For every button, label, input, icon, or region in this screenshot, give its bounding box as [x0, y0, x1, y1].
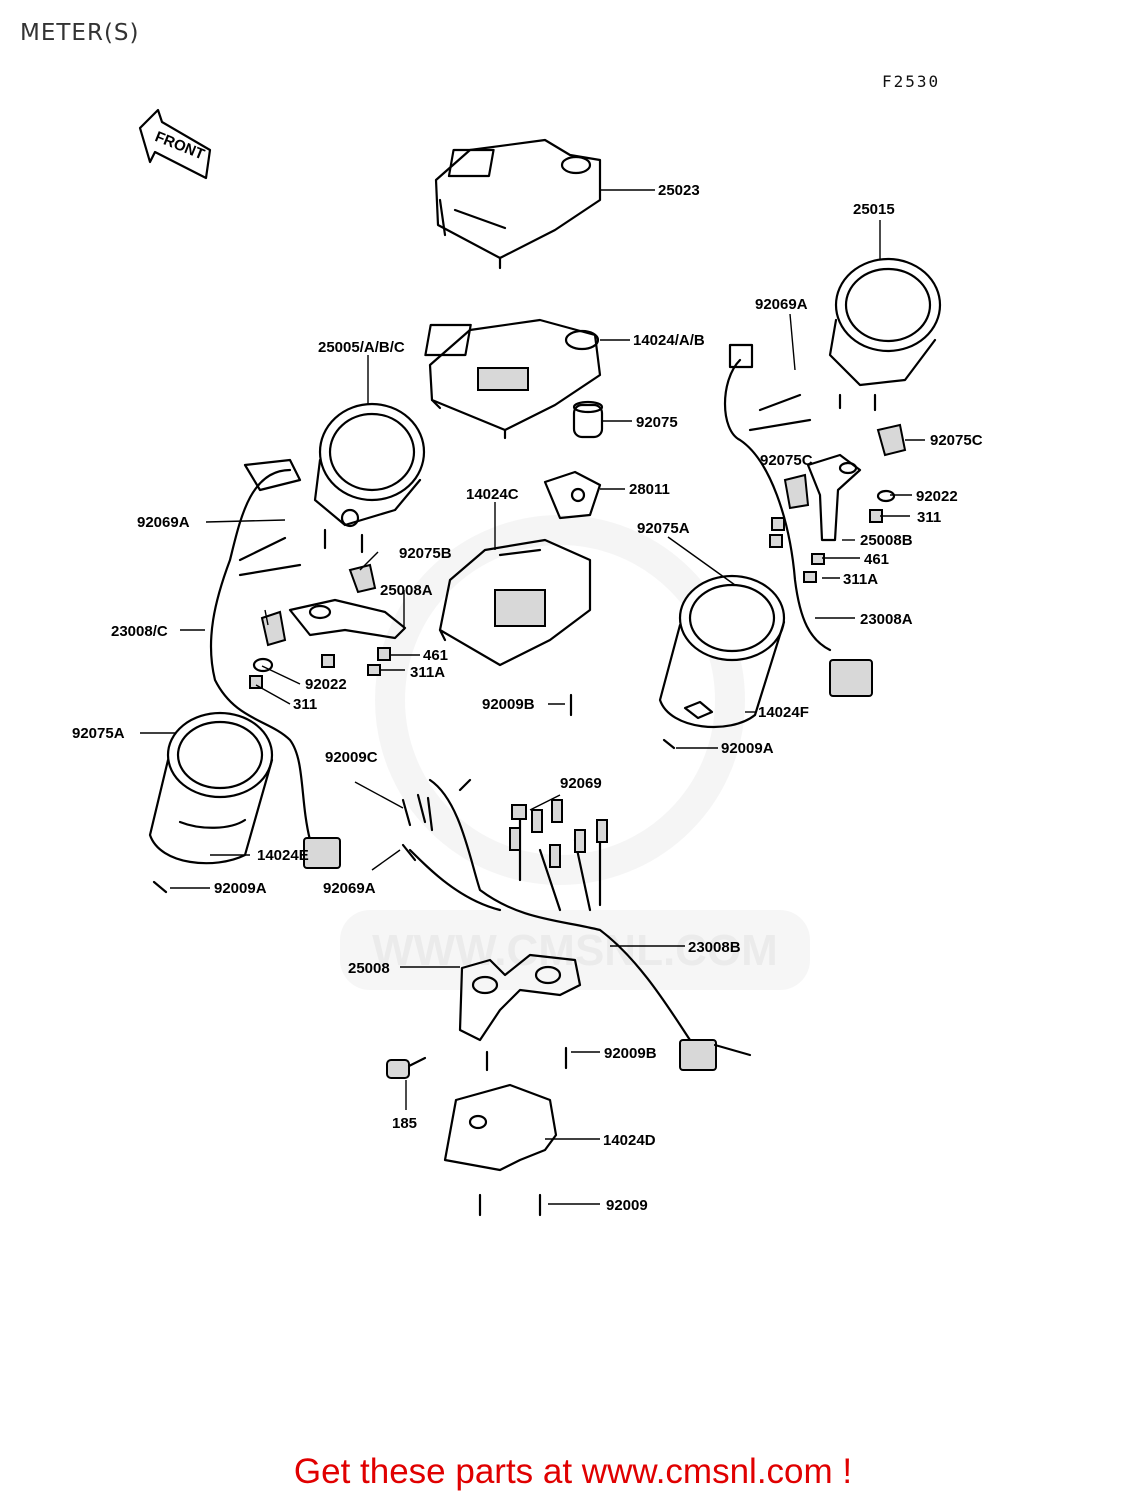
- part-label: 25008: [348, 960, 390, 977]
- page-title: METER(S): [20, 20, 140, 46]
- part-label: 92075C: [760, 452, 813, 469]
- part-label: 25015: [853, 201, 895, 218]
- part-label: 25005/A/B/C: [318, 339, 405, 356]
- indicator-housing: [438, 538, 592, 667]
- part-label: 14024/A/B: [633, 332, 705, 349]
- part-label: 25008A: [380, 582, 433, 599]
- part-label: 14024C: [466, 486, 519, 503]
- speedometer-left: [313, 402, 426, 554]
- meter-cup-right: [658, 574, 786, 729]
- part-label: 92075: [636, 414, 678, 431]
- part-label: 92022: [305, 676, 347, 693]
- part-label: 92075C: [930, 432, 983, 449]
- part-label: 92009B: [604, 1045, 657, 1062]
- part-label: 92009C: [325, 749, 378, 766]
- part-label: 14024F: [758, 704, 809, 721]
- part-label: 92075A: [72, 725, 125, 742]
- right-mount-hardware: [769, 423, 907, 583]
- call-to-action-link[interactable]: Get these parts at www.cmsnl.com !: [293, 1452, 853, 1491]
- bottom-screws: [152, 693, 676, 1217]
- part-label: 25023: [658, 182, 700, 199]
- part-label: 14024D: [603, 1132, 656, 1149]
- part-label: 461: [423, 647, 448, 664]
- part-label: 311: [917, 509, 941, 526]
- part-label: 92009B: [482, 696, 535, 713]
- left-meter-harness: [209, 458, 341, 869]
- mount-bolt: [386, 1056, 427, 1079]
- leader-lines: [140, 189, 925, 1205]
- part-label: 92075B: [399, 545, 452, 562]
- part-label: 92009A: [721, 740, 774, 757]
- meter-mount-bracket: [458, 953, 582, 1042]
- figure-code: F2530: [882, 72, 941, 91]
- part-label: 92009A: [214, 880, 267, 897]
- part-label: 23008A: [860, 611, 913, 628]
- part-label: 311A: [843, 571, 878, 588]
- upper-meter-cover: [434, 138, 602, 270]
- part-label: 185: [392, 1115, 417, 1132]
- part-label: 28011: [629, 481, 670, 498]
- part-label: 92069A: [755, 296, 808, 313]
- bulb-sockets: [509, 799, 608, 868]
- right-meter-harness: [724, 343, 873, 697]
- part-label: 311: [293, 696, 317, 713]
- front-direction-arrow: FRONT: [138, 108, 212, 180]
- part-label: 92075A: [637, 520, 690, 537]
- bulb-socket-plate: [543, 470, 602, 520]
- exploded-parts-diagram: WWW.CMSNL.COM FRONT: [72, 108, 983, 1217]
- part-label: 92069A: [137, 514, 190, 531]
- indicator-grommet: [572, 400, 604, 439]
- part-label: 14024E: [257, 847, 309, 864]
- part-label: 461: [864, 551, 889, 568]
- part-label: 311A: [410, 664, 445, 681]
- part-label: 25008B: [860, 532, 913, 549]
- part-number-labels: 25023 25015 92069A 14024/A/B 25005/A/B/C…: [72, 182, 983, 1214]
- meter-bracket-left: [288, 598, 407, 640]
- small-screws: [401, 793, 434, 862]
- tachometer-right: [828, 257, 942, 412]
- part-label: 92069A: [323, 880, 376, 897]
- meter-case: [424, 318, 602, 440]
- part-label: 92022: [916, 488, 958, 505]
- meter-bracket-right: [806, 453, 862, 542]
- part-label: 92069: [560, 775, 602, 792]
- part-label: 23008B: [688, 939, 741, 956]
- part-label: 23008/C: [111, 623, 168, 640]
- bottom-cover: [443, 1083, 558, 1172]
- part-label: 92009: [606, 1197, 648, 1214]
- meter-cup-left: [148, 711, 274, 865]
